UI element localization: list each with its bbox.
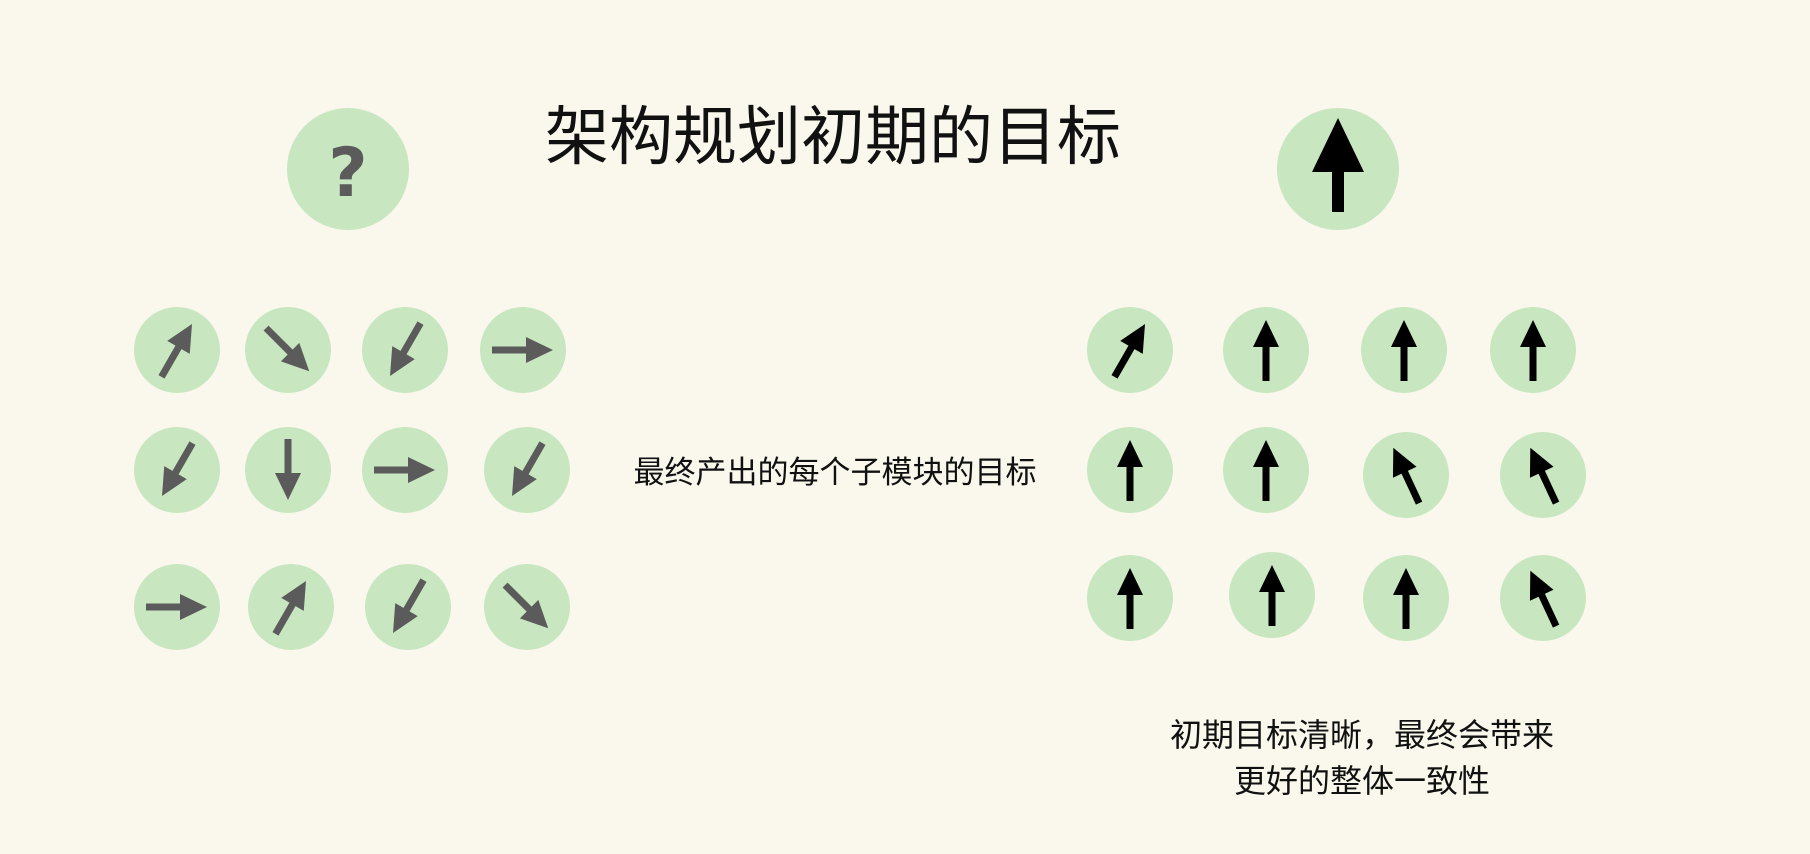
arrow-circle bbox=[1361, 307, 1447, 393]
arrow-up-icon bbox=[1391, 320, 1417, 381]
arrow-circle bbox=[1490, 307, 1576, 393]
caption-line-2: 更好的整体一致性 bbox=[1233, 762, 1490, 800]
arrow-circle bbox=[1500, 432, 1586, 518]
arrow-up-icon bbox=[1117, 440, 1143, 501]
arrow-up-right-icon bbox=[272, 581, 306, 636]
arrow-down-left-icon bbox=[390, 321, 424, 376]
caption: 初期目标清晰，最终会带来 更好的整体一致性 bbox=[1110, 712, 1614, 804]
question-mark-icon: ? bbox=[328, 134, 367, 213]
arrow-up-icon bbox=[1253, 320, 1279, 381]
arrow-circle bbox=[1223, 307, 1309, 393]
arrow-down-right-icon bbox=[263, 325, 310, 372]
center-label: 最终产出的每个子模块的目标 bbox=[633, 455, 1037, 491]
arrow-circle bbox=[365, 564, 451, 650]
arrow-circle bbox=[1087, 307, 1173, 393]
arrow-up-left-icon bbox=[1529, 570, 1560, 628]
arrow-circle bbox=[1363, 555, 1449, 641]
arrow-circle bbox=[362, 427, 448, 513]
arrow-circle bbox=[1087, 555, 1173, 641]
arrow-up-left-icon bbox=[1392, 447, 1423, 505]
arrow-circle bbox=[1229, 552, 1315, 638]
arrow-up-right-icon bbox=[158, 324, 192, 379]
question-mark-circle: ? bbox=[287, 108, 409, 230]
arrow-up-icon bbox=[1117, 568, 1143, 629]
arrow-circle bbox=[484, 427, 570, 513]
arrow-up-right-icon bbox=[1111, 324, 1145, 379]
arrow-circle bbox=[362, 307, 448, 393]
arrow-circle bbox=[1363, 432, 1449, 518]
arrow-circle bbox=[134, 307, 220, 393]
big-up-arrow-circle bbox=[1277, 108, 1399, 230]
arrow-circle bbox=[245, 427, 331, 513]
arrow-circle bbox=[484, 564, 570, 650]
arrow-down-icon bbox=[275, 439, 301, 500]
right-arrow-grid bbox=[1087, 307, 1586, 641]
arrow-right-icon bbox=[146, 594, 207, 620]
caption-line-1: 初期目标清晰，最终会带来 bbox=[1169, 716, 1554, 754]
arrow-circle bbox=[1500, 555, 1586, 641]
arrow-circle bbox=[245, 307, 331, 393]
arrow-right-icon bbox=[492, 337, 553, 363]
page-title: 架构规划初期的目标 bbox=[545, 101, 1121, 175]
arrow-up-icon bbox=[1259, 565, 1285, 626]
arrow-up-icon bbox=[1312, 118, 1364, 212]
arrow-down-right-icon bbox=[502, 582, 549, 629]
arrow-down-left-icon bbox=[512, 441, 546, 496]
left-arrow-grid bbox=[134, 307, 570, 650]
question-circle-bg bbox=[287, 108, 409, 230]
arrow-down-left-icon bbox=[393, 578, 427, 633]
arrow-right-icon bbox=[374, 457, 435, 483]
arrow-up-left-icon bbox=[1529, 447, 1560, 505]
arrow-circle bbox=[134, 564, 220, 650]
arrow-up-icon bbox=[1520, 320, 1546, 381]
arrow-circle bbox=[248, 564, 334, 650]
arrow-circle bbox=[1087, 427, 1173, 513]
arrow-circle bbox=[480, 307, 566, 393]
arrow-circle bbox=[134, 427, 220, 513]
arrow-up-icon bbox=[1393, 568, 1419, 629]
arrow-circle bbox=[1223, 427, 1309, 513]
arrow-down-left-icon bbox=[162, 441, 196, 496]
arrow-up-icon bbox=[1253, 440, 1279, 501]
